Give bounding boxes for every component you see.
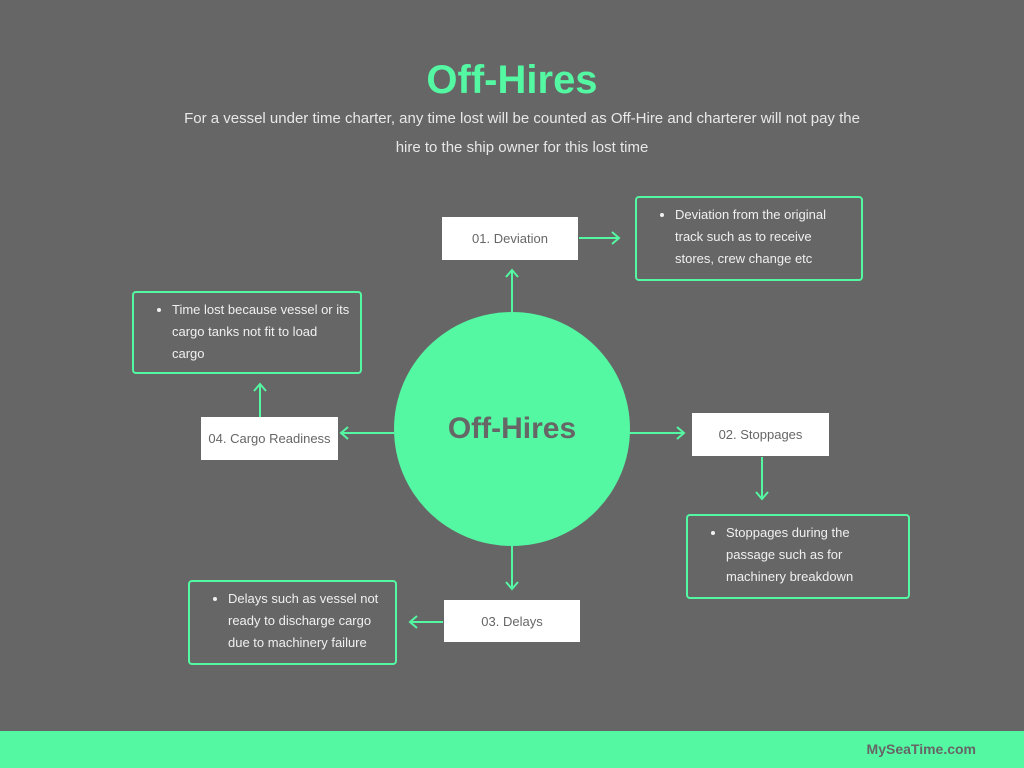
arrow-deviation-desc	[579, 231, 621, 245]
footer-bar: MySeaTime.com	[0, 731, 1024, 768]
deviation-desc-text: Deviation from the original track such a…	[675, 204, 851, 270]
cargo-readiness-desc-text: Time lost because vessel or its cargo ta…	[172, 299, 350, 365]
delays-desc-text: Delays such as vessel not ready to disch…	[228, 588, 385, 654]
page-title: Off-Hires	[426, 58, 598, 102]
delays-desc: Delays such as vessel not ready to disch…	[188, 580, 397, 665]
cargo-readiness-desc: Time lost because vessel or its cargo ta…	[132, 291, 362, 374]
arrow-delays-desc	[408, 615, 443, 629]
stoppages-desc: Stoppages during the passage such as for…	[686, 514, 910, 599]
arrow-cargo-desc	[253, 382, 267, 417]
arrow-to-delays	[505, 546, 519, 591]
brand-link[interactable]: MySeaTime.com	[866, 741, 976, 757]
stoppages-desc-text: Stoppages during the passage such as for…	[726, 522, 898, 588]
arrow-stoppages-desc	[755, 457, 769, 501]
arrow-to-cargo	[339, 426, 394, 440]
center-circle: Off-Hires	[394, 312, 630, 546]
arrow-to-deviation	[505, 268, 519, 314]
stoppages-box: 02. Stoppages	[692, 413, 829, 456]
arrow-to-stoppages	[627, 426, 686, 440]
cargo-readiness-box: 04. Cargo Readiness	[201, 417, 338, 460]
subtitle: For a vessel under time charter, any tim…	[184, 110, 860, 156]
delays-box: 03. Delays	[444, 600, 580, 642]
center-label: Off-Hires	[447, 412, 577, 445]
deviation-desc: Deviation from the original track such a…	[635, 196, 863, 281]
deviation-box: 01. Deviation	[442, 217, 578, 260]
